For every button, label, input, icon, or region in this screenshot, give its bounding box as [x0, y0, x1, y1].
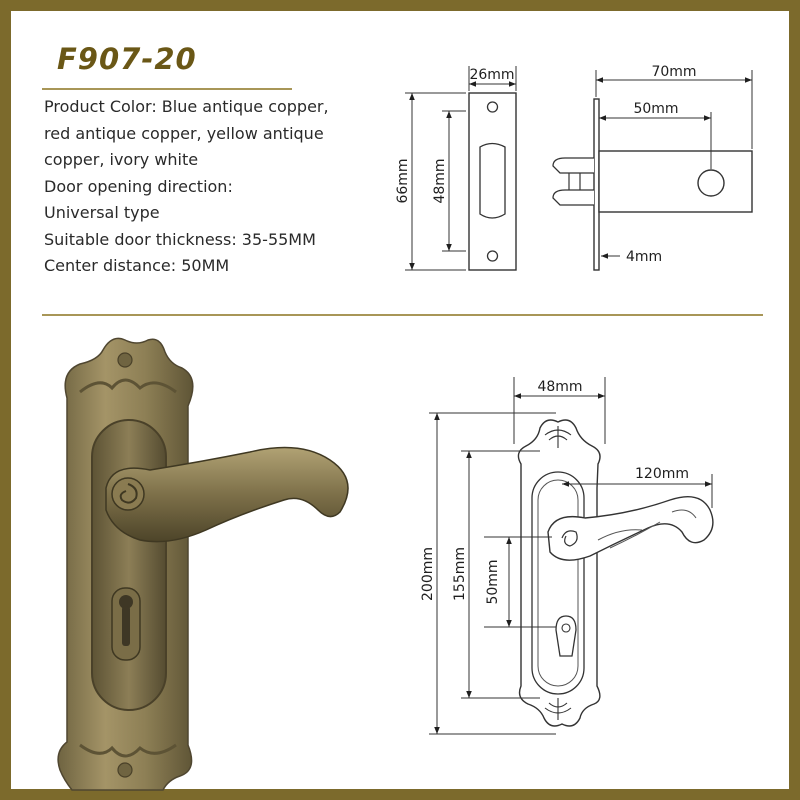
keyhole: [561, 623, 571, 633]
dimension-label: 50mm: [485, 559, 501, 604]
spec-list: Product Color: Blue antique copper, red …: [44, 94, 414, 280]
latch-side-view: 70mm 50mm 4mm: [552, 64, 753, 271]
ornament: [544, 426, 572, 448]
latch-opening: [479, 142, 506, 219]
faceplate-outline: [468, 92, 517, 271]
spec-line: Universal type: [44, 203, 160, 222]
backplate-inset: [91, 419, 167, 711]
dimension-label: 4mm: [626, 249, 662, 265]
spec-line: Product Color: Blue antique copper,: [44, 97, 329, 116]
cylinder-outline: [555, 615, 577, 657]
dimension-label: 50mm: [633, 101, 678, 117]
ornament: [79, 743, 177, 758]
latch-front-view: 26mm 66mm 48mm: [395, 66, 517, 271]
backplate-outline: [517, 419, 601, 727]
lever-outline: [547, 496, 714, 561]
lever-handle: [105, 446, 349, 543]
spindle-hole: [697, 169, 725, 197]
inset-outline: [531, 471, 585, 695]
spec-line: copper, ivory white: [44, 150, 199, 169]
screw-hole: [486, 250, 499, 262]
keyhole: [122, 606, 130, 646]
latch-bolt: [552, 189, 594, 206]
title-divider: [42, 88, 292, 90]
ornament: [544, 698, 572, 720]
handle-line-drawing: 48mm 120mm 200mm 155mm 50mm: [420, 377, 714, 735]
dimension-label: 66mm: [395, 158, 411, 203]
faceplate-edge: [593, 98, 600, 271]
dimension-label: 200mm: [420, 547, 436, 601]
dimension-label: 155mm: [452, 547, 468, 601]
spec-line: red antique copper, yellow antique: [44, 123, 324, 143]
dimension-label: 48mm: [537, 379, 582, 395]
dimension-label: 26mm: [469, 67, 514, 83]
model-title: F907-20: [57, 42, 197, 76]
dimension-label: 120mm: [635, 466, 689, 482]
spec-line: Door opening direction:: [44, 176, 233, 196]
latch-body: [598, 150, 753, 213]
spec-line: Center distance: 50MM: [44, 256, 230, 275]
dimension-label: 48mm: [432, 158, 448, 203]
dimension-label: 70mm: [651, 64, 696, 80]
spec-line: Suitable door thickness: 35-55MM: [44, 229, 316, 249]
door-handle-photo: [57, 337, 349, 791]
screw-hole: [486, 101, 499, 113]
ornament: [79, 378, 177, 394]
section-divider: [42, 314, 763, 316]
latch-bolt: [552, 157, 594, 174]
